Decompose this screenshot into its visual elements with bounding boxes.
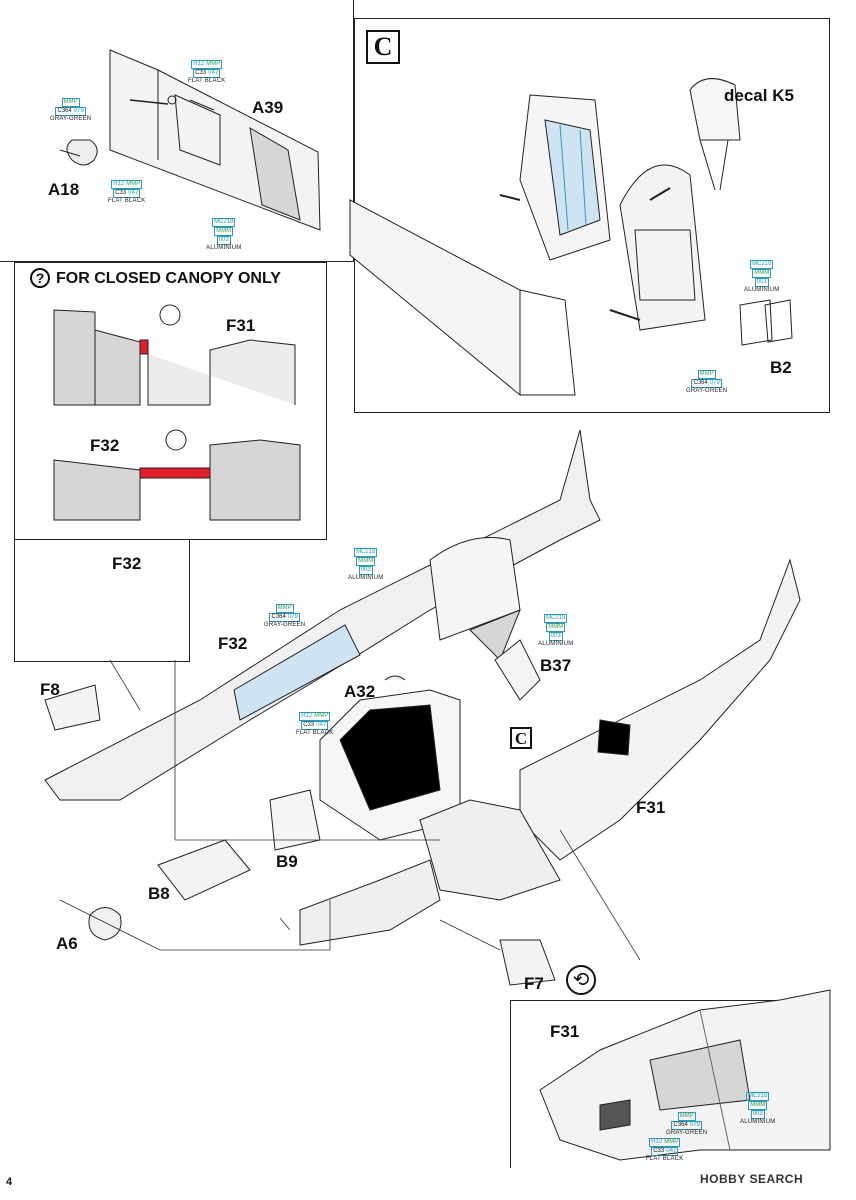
closed-canopy-title: FOR CLOSED CANOPY ONLY [56, 270, 281, 287]
panel-top-left [0, 0, 354, 262]
part-b2: B2 [770, 358, 792, 377]
part-a39: A39 [252, 98, 284, 117]
part-a32: A32 [344, 682, 376, 701]
closed-canopy-drawing [53, 304, 301, 521]
paint-aluminium-detail: MC218 MMM 003 ALUMINIUM [740, 1092, 776, 1125]
step-c-drawing [349, 78, 793, 397]
panel-f32-detail [14, 540, 190, 662]
question-icon: ? [30, 268, 50, 288]
panel-closed-canopy [14, 262, 327, 540]
part-b8: B8 [148, 884, 170, 903]
f31-detail-drawing [539, 989, 831, 1161]
step-c-box: C [366, 30, 400, 64]
decal-label: decal K5 [724, 86, 794, 105]
part-b9: B9 [276, 852, 298, 871]
part-a18: A18 [48, 180, 80, 199]
part-f32-main: F32 [218, 634, 248, 653]
part-b37: B37 [540, 656, 572, 675]
part-f31-main: F31 [636, 798, 666, 817]
paint-aluminium-b2: MC218 MMM 003 ALUMINIUM [744, 260, 780, 293]
part-f32-closed: F32 [90, 436, 120, 455]
part-f8: F8 [40, 680, 60, 699]
paint-aluminium-b37: MC218 MMM 003 ALUMINIUM [538, 614, 574, 647]
step-c-small-box: C [510, 727, 532, 749]
part-f31-detail: F31 [550, 1022, 580, 1041]
rotate-icon: ⟲ [566, 965, 596, 995]
part-a6: A6 [56, 934, 78, 953]
page-number: 4 [6, 1176, 13, 1188]
paint-aluminium-a39: MC218 MMM 003 ALUMINIUM [206, 218, 242, 251]
paint-aluminium-fuselage: MC218 MMM 003 ALUMINIUM [348, 548, 384, 581]
watermark-text: HOBBY SEARCH [700, 1172, 804, 1186]
part-f31-closed: F31 [226, 316, 256, 335]
panel-f31-detail [510, 1000, 830, 1168]
part-f32-detail: F32 [112, 554, 142, 573]
part-f7: F7 [524, 974, 544, 993]
a39-panel-drawing [59, 49, 321, 231]
fuselage-drawing [44, 429, 801, 986]
